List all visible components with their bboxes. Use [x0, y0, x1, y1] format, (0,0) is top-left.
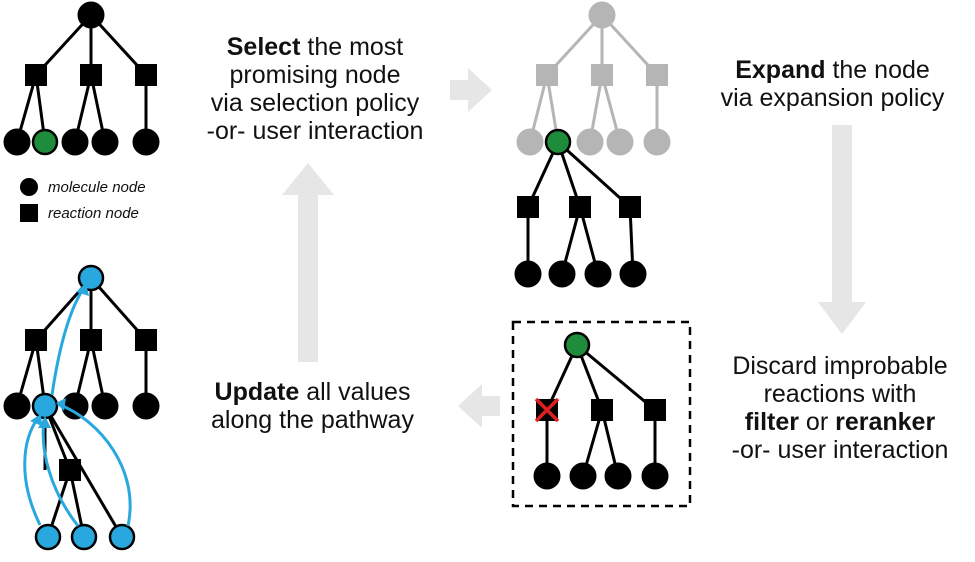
molecule-node	[91, 128, 119, 156]
faded-molecule-node	[588, 1, 616, 29]
filter-keyword: filter	[744, 408, 799, 436]
selected-molecule-node	[31, 128, 59, 156]
arrow-up-icon	[282, 163, 334, 362]
reaction-node	[80, 64, 102, 86]
reaction-node	[135, 64, 157, 86]
select-keyword: Select	[226, 33, 301, 61]
reaction-node	[619, 196, 641, 218]
select-step-text: Select the most promising node via selec…	[206, 33, 424, 145]
molecule-node	[604, 462, 632, 490]
expand-step-text: Expand the node via expansion policy	[720, 56, 945, 112]
cycle-arrows	[282, 68, 866, 428]
arrowhead-icon	[76, 283, 89, 296]
reranker-keyword: reranker	[835, 408, 936, 436]
molecule-node	[132, 128, 160, 156]
discard-tree	[511, 320, 692, 508]
updated-molecule-node	[34, 523, 62, 551]
molecule-node	[61, 128, 89, 156]
molecule-node	[641, 462, 669, 490]
discard-step-text: Discard improbable reactions with filter…	[731, 352, 949, 464]
molecule-node	[548, 260, 576, 288]
arrow-left-icon	[458, 384, 500, 428]
reaction-node	[644, 399, 666, 421]
molecule-node	[514, 260, 542, 288]
update-keyword: Update	[214, 378, 300, 406]
backprop-arrows	[23, 287, 132, 527]
selected-molecule-node	[544, 128, 572, 156]
molecule-node	[584, 260, 612, 288]
reaction-node	[25, 64, 47, 86]
legend-reaction: reaction node	[20, 200, 146, 226]
updated-molecule-node	[31, 392, 59, 420]
circle-icon	[20, 178, 38, 196]
updated-molecule-node	[70, 523, 98, 551]
faded-reaction-node	[536, 64, 558, 86]
selection-tree	[3, 1, 160, 156]
dashed-frame	[511, 320, 692, 508]
faded-molecule-node	[576, 128, 604, 156]
legend-reaction-label: reaction node	[48, 204, 139, 222]
molecule-node	[77, 1, 105, 29]
discarded-reaction-node	[534, 397, 560, 423]
molecule-node	[3, 392, 31, 420]
arrowhead-icon	[56, 398, 66, 411]
expansion-tree	[514, 1, 671, 288]
arrow-right-icon	[450, 68, 492, 112]
arrowhead-icon	[38, 416, 51, 428]
square-icon	[20, 204, 38, 222]
reaction-node	[591, 399, 613, 421]
molecule-node	[3, 128, 31, 156]
updated-molecule-node	[108, 523, 136, 551]
molecule-node	[91, 392, 119, 420]
arrow-down-icon	[818, 125, 866, 334]
faded-molecule-node	[643, 128, 671, 156]
legend-molecule: molecule node	[20, 174, 146, 200]
molecule-node	[619, 260, 647, 288]
molecule-node	[132, 392, 160, 420]
faded-reaction-node	[591, 64, 613, 86]
reaction-node	[135, 329, 157, 351]
selected-molecule-node	[563, 331, 591, 359]
faded-reaction-node	[646, 64, 668, 86]
legend-molecule-label: molecule node	[48, 178, 146, 196]
reaction-node	[80, 329, 102, 351]
reaction-node	[25, 329, 47, 351]
faded-molecule-node	[606, 128, 634, 156]
molecule-node	[569, 462, 597, 490]
reaction-node	[569, 196, 591, 218]
legend: molecule node reaction node	[20, 174, 146, 226]
arrowhead-icon	[30, 414, 42, 426]
molecule-node	[61, 392, 89, 420]
update-step-text: Update all values along the pathway	[211, 378, 414, 434]
faded-molecule-node	[516, 128, 544, 156]
update-tree	[3, 264, 160, 551]
molecule-node	[533, 462, 561, 490]
expand-keyword: Expand	[735, 56, 826, 84]
reaction-node	[517, 196, 539, 218]
reaction-node	[59, 459, 81, 481]
